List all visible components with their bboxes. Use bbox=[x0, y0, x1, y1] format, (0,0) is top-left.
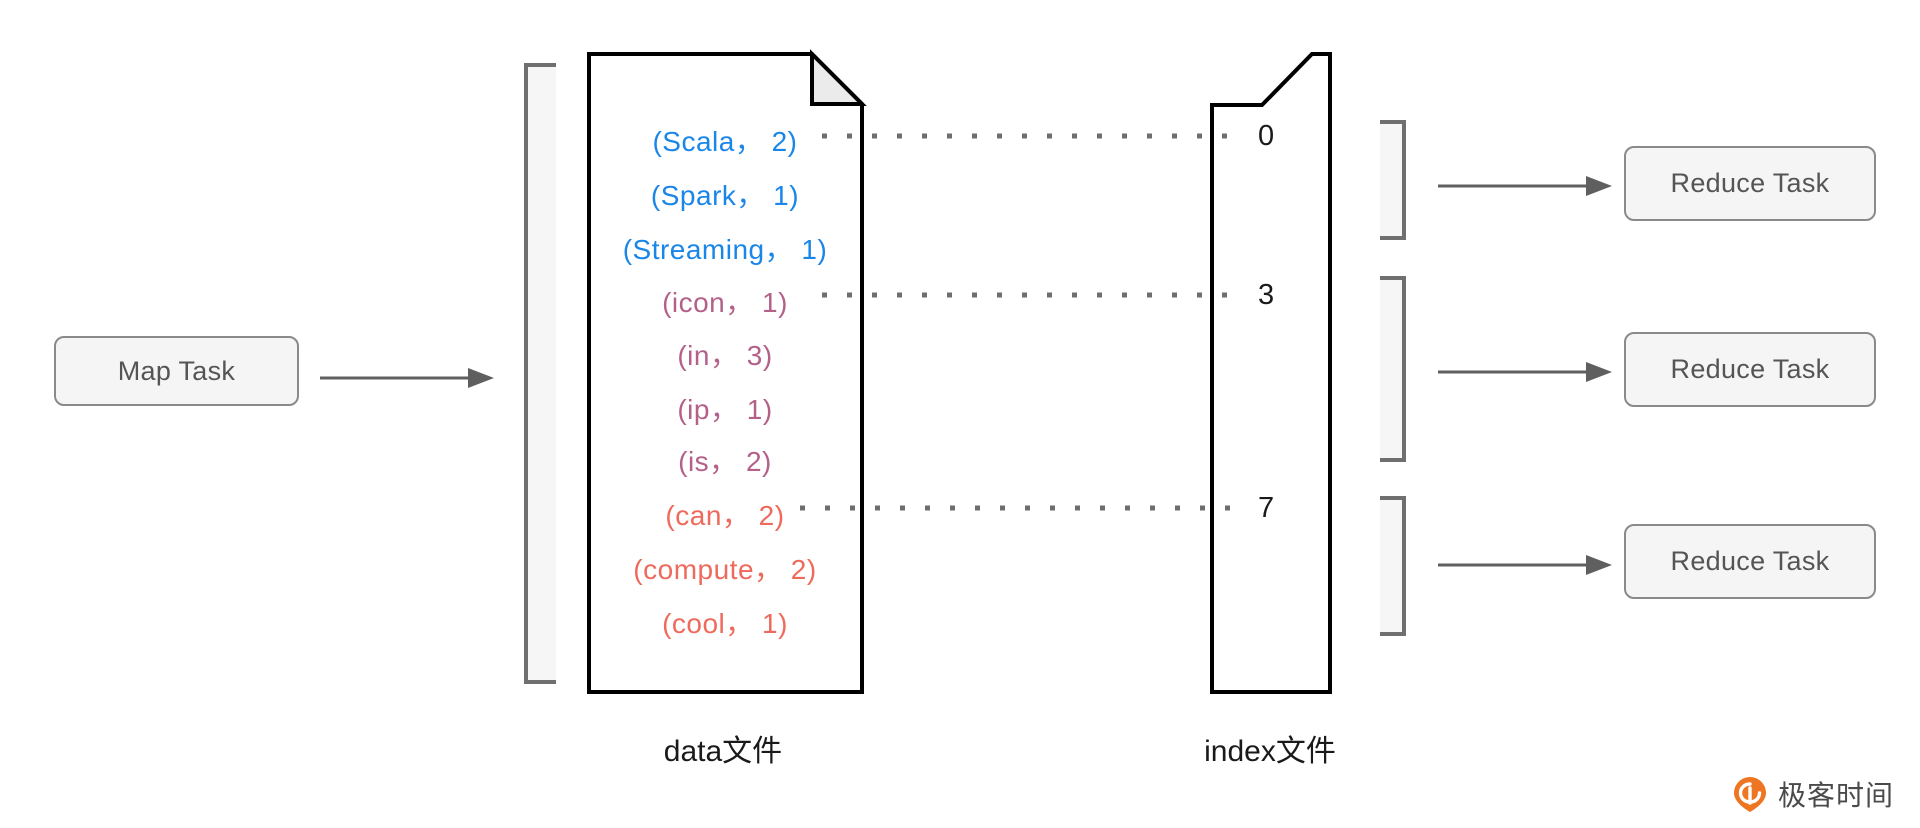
reduce-task-label-3: Reduce Task bbox=[1670, 546, 1830, 576]
data-entry-4: (in， 3) bbox=[677, 340, 773, 371]
data-entry-7: (can， 2) bbox=[665, 500, 785, 531]
data-entry-3: (icon， 1) bbox=[662, 287, 788, 318]
reduce-task-box-1[interactable]: Reduce Task bbox=[1624, 146, 1876, 221]
partition-bracket-2 bbox=[1380, 276, 1406, 462]
data-entry-8: (compute， 2) bbox=[633, 554, 817, 585]
reduce-task-box-2[interactable]: Reduce Task bbox=[1624, 332, 1876, 407]
data-file-caption: data文件 bbox=[663, 735, 783, 768]
arrow-to-reduce-1 bbox=[1438, 176, 1612, 196]
reduce-task-label-2: Reduce Task bbox=[1670, 354, 1830, 384]
index-offset-2: 7 bbox=[1258, 492, 1275, 524]
index-offset-1: 3 bbox=[1258, 279, 1275, 311]
map-task-box[interactable]: Map Task bbox=[54, 336, 299, 406]
data-entry-6: (is， 2) bbox=[678, 446, 772, 477]
arrow-map-to-data bbox=[320, 368, 494, 388]
partition-bracket-1 bbox=[1380, 120, 1406, 240]
reduce-task-box-3[interactable]: Reduce Task bbox=[1624, 524, 1876, 599]
index-file-shape bbox=[1210, 52, 1332, 694]
data-entry-5: (ip， 1) bbox=[677, 394, 773, 425]
watermark: 极客时间 bbox=[1731, 774, 1894, 814]
index-file-caption: index文件 bbox=[1204, 735, 1336, 768]
data-left-bracket bbox=[524, 63, 556, 684]
index-offset-0: 0 bbox=[1258, 120, 1275, 152]
geekbang-logo-icon bbox=[1733, 777, 1766, 812]
data-entry-2: (Streaming， 1) bbox=[622, 234, 828, 265]
data-entry-9: (cool， 1) bbox=[662, 608, 788, 639]
data-file-shape bbox=[587, 49, 867, 694]
map-task-label: Map Task bbox=[117, 355, 236, 386]
data-entry-1: (Spark， 1) bbox=[650, 180, 800, 211]
reduce-task-label-1: Reduce Task bbox=[1670, 168, 1830, 198]
arrow-to-reduce-2 bbox=[1438, 362, 1612, 382]
data-entry-0: (Scala， 2) bbox=[652, 126, 798, 157]
arrow-to-reduce-3 bbox=[1438, 555, 1612, 575]
partition-bracket-3 bbox=[1380, 496, 1406, 636]
watermark-text: 极客时间 bbox=[1777, 780, 1894, 811]
